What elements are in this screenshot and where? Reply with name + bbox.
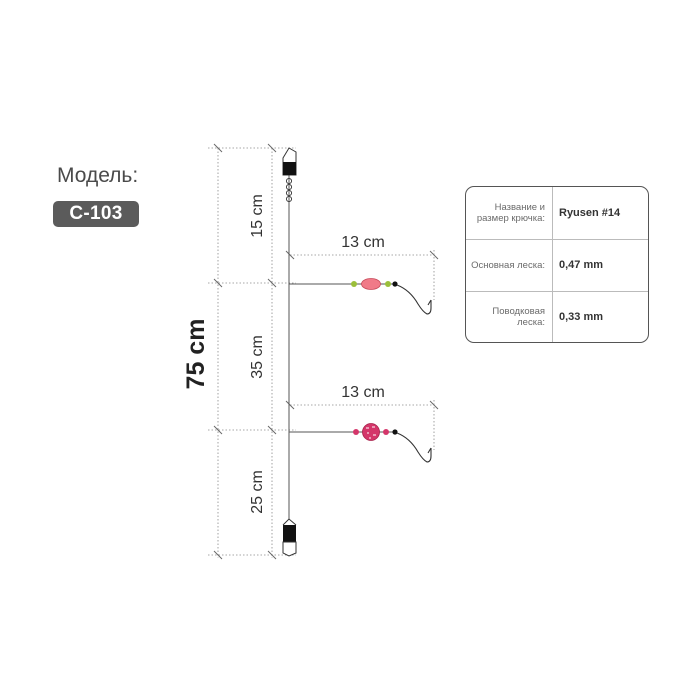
spec-row-main-line: Основная леска: 0,47 mm — [466, 239, 648, 291]
spec-key: Название и размер крючка: — [476, 202, 545, 224]
spec-value: 0,33 mm — [559, 310, 604, 323]
red-bead — [383, 429, 389, 435]
red-bead — [353, 429, 359, 435]
upper-leader — [289, 278, 432, 315]
black-bead — [392, 281, 398, 287]
hook-icon — [396, 284, 432, 315]
upper-leader-length-label: 13 cm — [341, 234, 385, 251]
top-connector — [282, 147, 297, 203]
green-bead — [385, 281, 391, 287]
black-bead — [392, 429, 398, 435]
spec-row-leader-line: Поводковая леска: 0,33 mm — [466, 291, 648, 342]
total-length-label: 75 cm — [182, 319, 210, 390]
spec-value: Ryusen #14 — [559, 206, 621, 219]
spec-key: Основная леска: — [471, 259, 545, 271]
green-bead — [351, 281, 357, 287]
specs-table: Название и размер крючка: Ryusen #14 Осн… — [465, 186, 649, 343]
spec-row-hook: Название и размер крючка: Ryusen #14 — [466, 187, 648, 239]
bottom-segment-label: 25 cm — [249, 470, 266, 514]
lower-leader — [289, 423, 432, 463]
spec-value: 0,47 mm — [559, 258, 604, 271]
model-code-badge: C-103 — [53, 201, 139, 227]
hook-icon — [396, 432, 432, 463]
pink-float-bead — [361, 278, 381, 290]
lower-leader-length-label: 13 cm — [341, 384, 385, 401]
spec-key: Поводковая леска: — [492, 306, 545, 328]
model-label: Модель: — [57, 164, 139, 187]
middle-segment-label: 35 cm — [249, 335, 266, 379]
top-segment-label: 15 cm — [249, 194, 266, 238]
bottom-connector — [282, 518, 297, 557]
